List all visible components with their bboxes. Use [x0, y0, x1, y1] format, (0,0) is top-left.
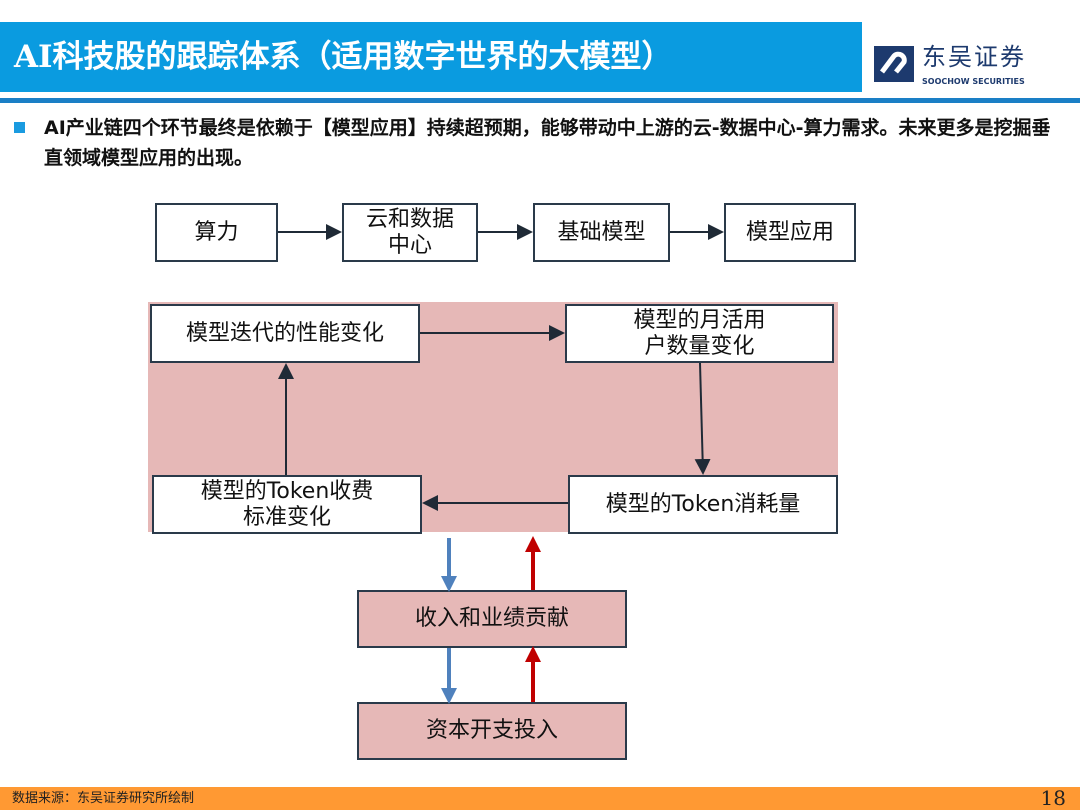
- page-number: 18: [1040, 786, 1066, 810]
- source-note: 数据来源：东吴证券研究所绘制: [12, 791, 195, 806]
- chain-cloud-datacenter: 云和数据中心: [342, 203, 478, 262]
- page-title: AI科技股的跟踪体系（适用数字世界的大模型）: [0, 22, 862, 92]
- chain-compute: 算力: [155, 203, 278, 262]
- chain-model-application: 模型应用: [724, 203, 856, 262]
- cycle-token-pricing: 模型的Token收费标准变化: [152, 475, 422, 534]
- cycle-mau: 模型的月活用户数量变化: [565, 304, 834, 363]
- capex-box: 资本开支投入: [357, 702, 627, 760]
- footer: 数据来源：东吴证券研究所绘制 18: [0, 787, 1080, 810]
- logo: 东吴证券 SOOCHOW SECURITIES: [872, 44, 1076, 90]
- cycle-iteration: 模型迭代的性能变化: [150, 304, 420, 363]
- logo-text-cn: 东吴证券: [922, 43, 1026, 71]
- header-rule: [0, 98, 1080, 103]
- bullet-icon: [14, 122, 25, 133]
- chain-foundation-model: 基础模型: [533, 203, 670, 262]
- logo-text-en: SOOCHOW SECURITIES: [922, 77, 1025, 86]
- intro-text: AI产业链四个环节最终是依赖于【模型应用】持续超预期，能够带动中上游的云-数据中…: [44, 117, 1051, 169]
- soochow-logo-icon: [874, 46, 914, 82]
- revenue-box: 收入和业绩贡献: [357, 590, 627, 648]
- cycle-token-consumption: 模型的Token消耗量: [568, 475, 838, 534]
